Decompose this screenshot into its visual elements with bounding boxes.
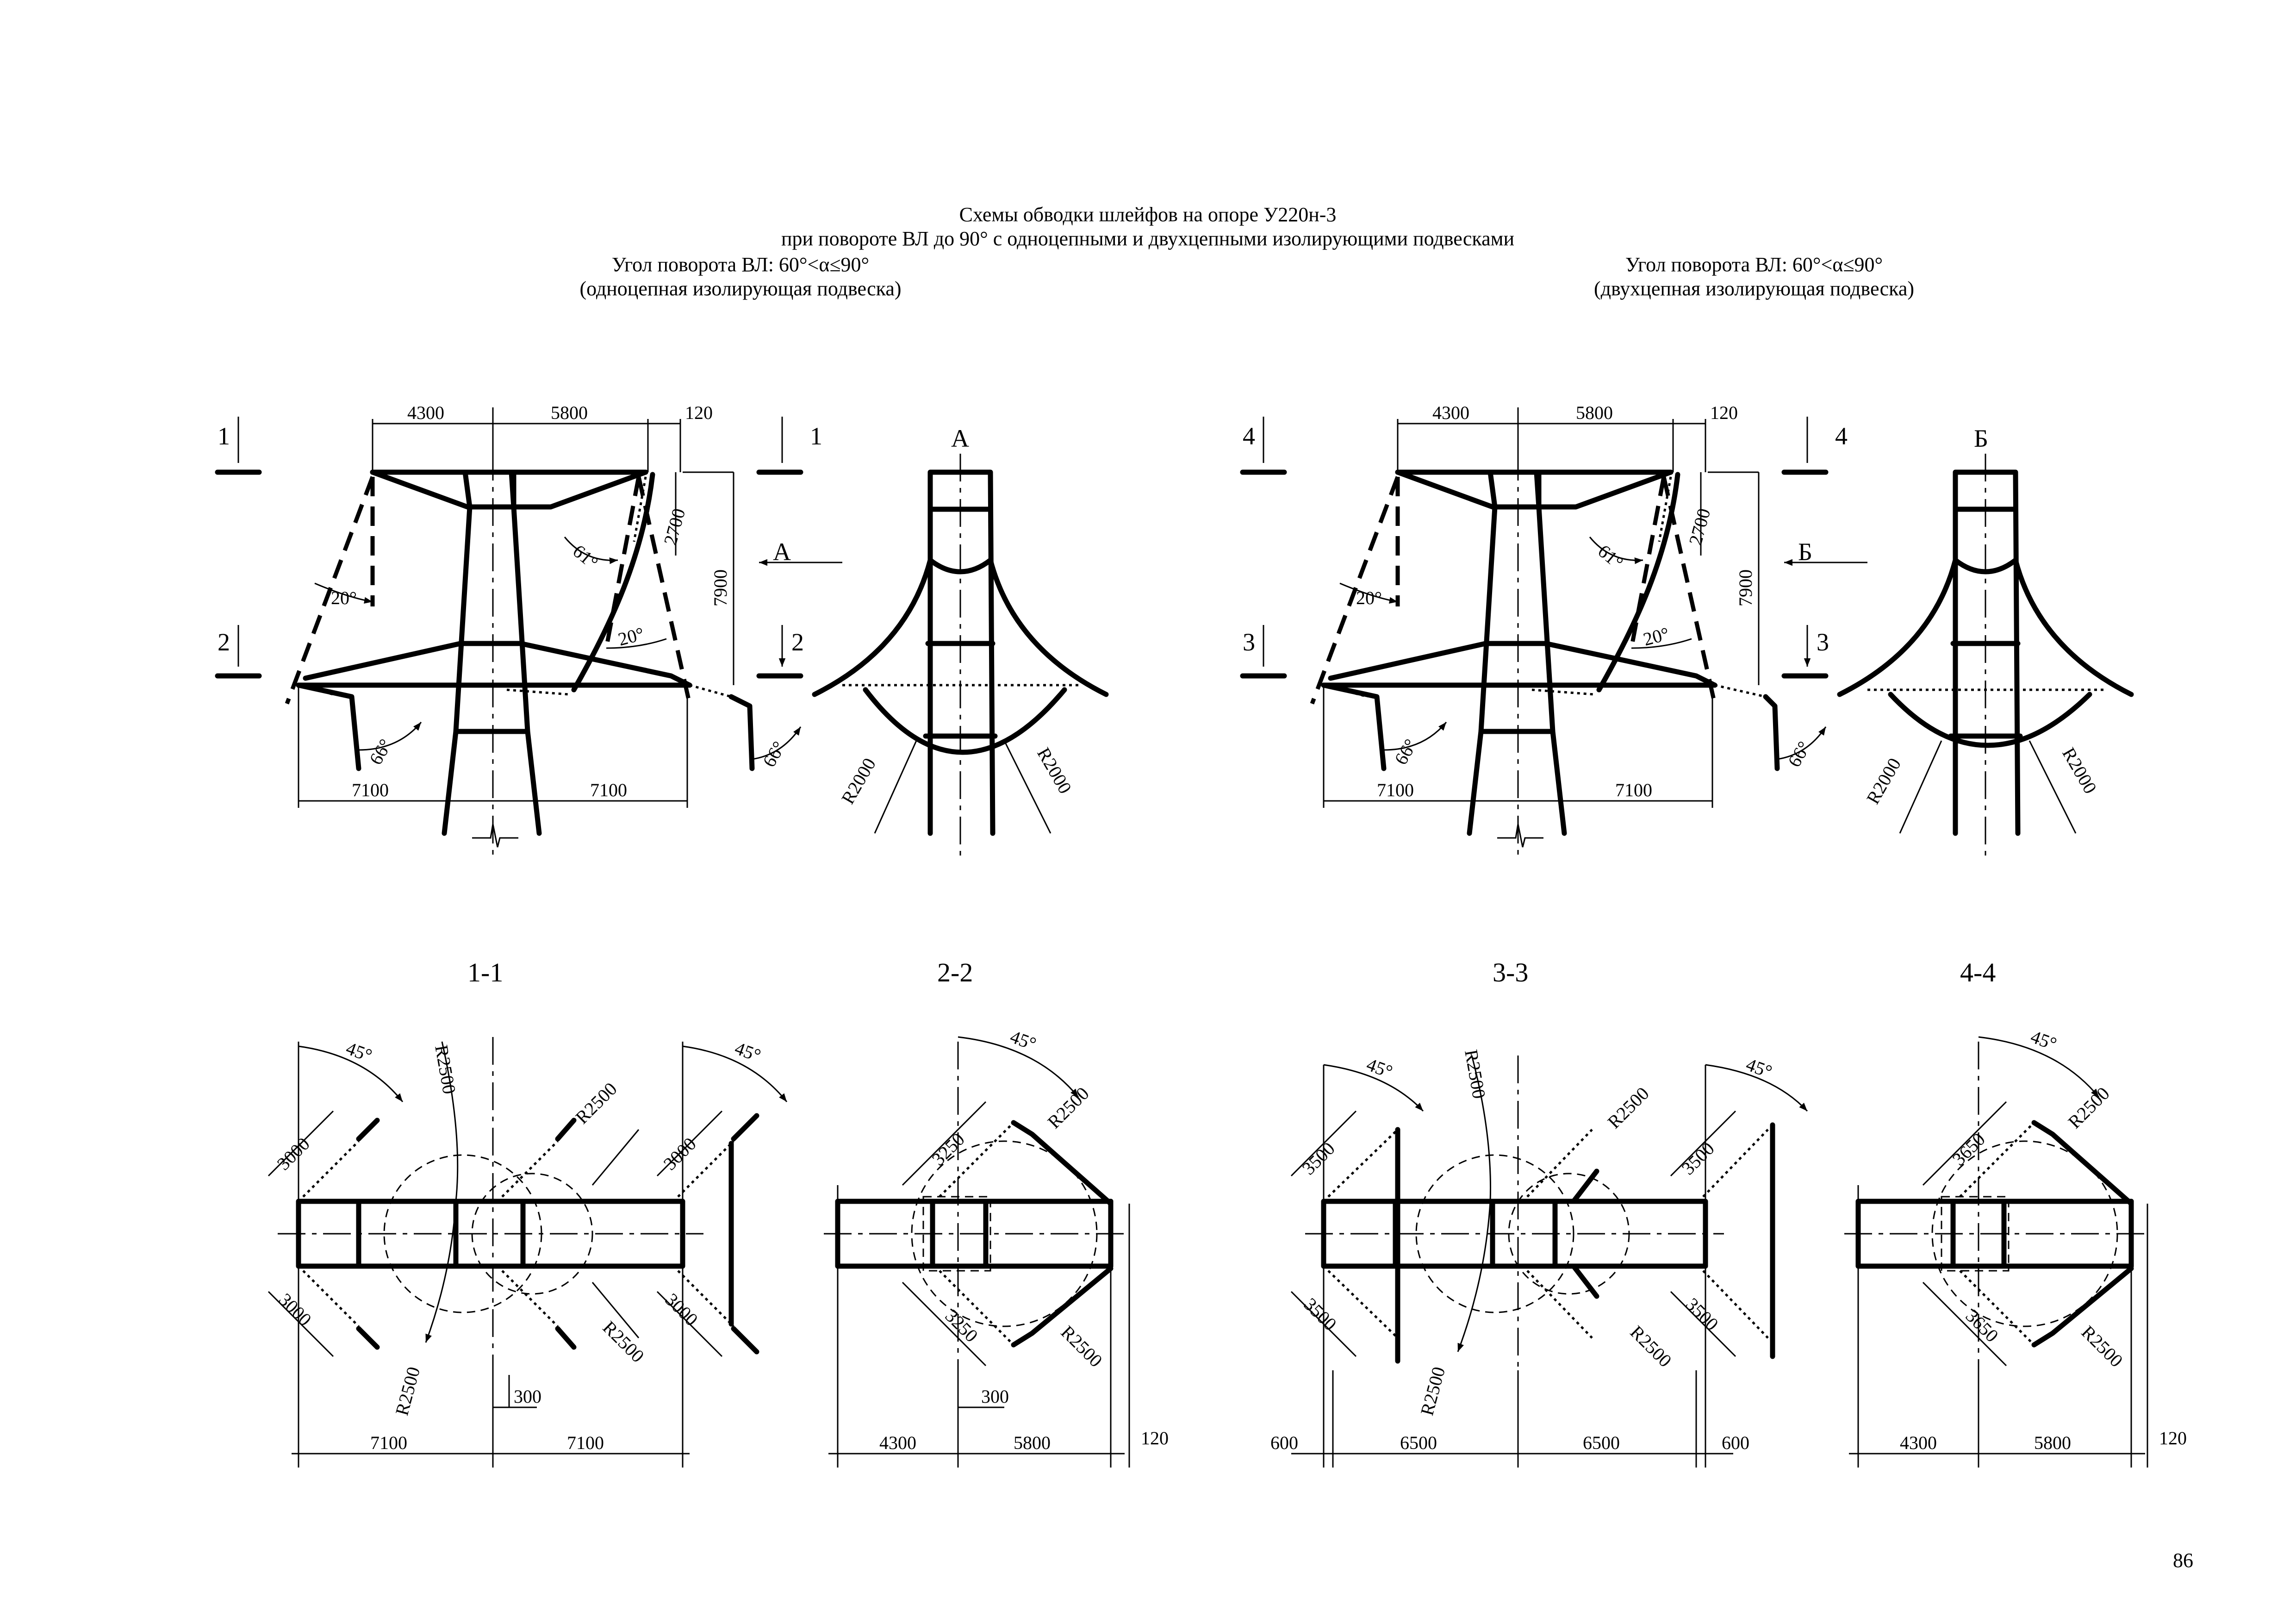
angle-20-right-a: 20°	[1356, 587, 1382, 608]
view-arrow-b-label: Б	[1798, 538, 1812, 566]
section-4-4-label: 4-4	[1960, 957, 1996, 987]
dim-2700-right: 2700	[1685, 506, 1714, 547]
s44-dim-3650-b: 3650	[1962, 1305, 2003, 1346]
view-b-radius-left: R2000	[1862, 755, 1905, 808]
elevation-right	[1240, 407, 1867, 861]
dim-5800-left: 5800	[551, 402, 588, 423]
section-4-4	[1844, 1036, 2148, 1468]
section-mark-4a: 4	[1243, 422, 1255, 450]
dim-120-right: 120	[1710, 402, 1738, 423]
s33-angle-45-a: 45°	[1364, 1054, 1395, 1082]
dim-7100-left-a: 7100	[352, 780, 389, 800]
right-suspension-caption: (двухцепная изолирующая подвеска)	[1593, 277, 1914, 300]
view-a-label: А	[951, 425, 969, 452]
angle-66-left-b: 66°	[759, 738, 790, 771]
section-mark-4b: 4	[1835, 422, 1848, 450]
s22-dim-300: 300	[981, 1386, 1009, 1407]
section-mark-3b: 3	[1817, 628, 1829, 656]
s11-dim-7100-b: 7100	[567, 1432, 604, 1453]
angle-66-left-a: 66°	[365, 736, 396, 768]
s33-dim-3500-b: 3500	[1300, 1294, 1341, 1335]
s33-dim-3500-c: 3500	[1678, 1138, 1718, 1179]
section-mark-3a: 3	[1243, 628, 1255, 656]
s11-radius-top: R2500	[431, 1043, 460, 1096]
s44-dim-3650-a: 3650	[1948, 1129, 1989, 1169]
dim-4300-left: 4300	[407, 402, 444, 423]
view-arrow-a-label: А	[773, 538, 791, 566]
dim-7100-right-b: 7100	[1615, 780, 1652, 800]
dim-7100-right-a: 7100	[1377, 780, 1414, 800]
s22-dim-120: 120	[1141, 1428, 1169, 1449]
view-b-radius-right: R2000	[2058, 744, 2101, 797]
left-angle-caption: Угол поворота ВЛ: 60°<α≤90°	[611, 253, 870, 276]
view-a-radius-left: R2000	[837, 755, 880, 808]
section-mark-1b: 1	[810, 422, 822, 450]
s33-dim-600-a: 600	[1270, 1432, 1298, 1453]
s33-dim-6500-b: 6500	[1583, 1432, 1620, 1453]
s11-radius-upper-right: R2500	[572, 1078, 621, 1128]
s33-radius-bottom: R2500	[1416, 1365, 1449, 1418]
section-1-1-label: 1-1	[467, 957, 503, 987]
s22-radius-lower: R2500	[1057, 1322, 1107, 1371]
section-mark-2b: 2	[791, 628, 804, 656]
dim-5800-right: 5800	[1576, 402, 1613, 423]
s33-radius-upper-right: R2500	[1604, 1083, 1653, 1132]
angle-61-right: 61°	[1594, 540, 1627, 573]
s11-radius-bottom: R2500	[391, 1365, 424, 1418]
dim-2700-left: 2700	[660, 506, 689, 547]
s22-radius-upper: R2500	[1044, 1083, 1093, 1132]
section-mark-1a: 1	[218, 422, 230, 450]
angle-66-right-a: 66°	[1390, 736, 1421, 768]
s11-dim-3000-d: 3000	[661, 1289, 702, 1330]
s33-dim-6500-a: 6500	[1400, 1432, 1437, 1453]
s11-dim-300: 300	[514, 1386, 541, 1407]
dim-4300-right: 4300	[1432, 402, 1469, 423]
elevation-left	[215, 407, 842, 861]
s44-dim-5800: 5800	[2034, 1432, 2071, 1453]
s33-radius-top: R2500	[1461, 1048, 1490, 1100]
title-line-2: при повороте ВЛ до 90° с одноцепными и д…	[781, 227, 1515, 250]
s44-radius-upper: R2500	[2064, 1083, 2114, 1132]
s33-dim-3500-a: 3500	[1298, 1138, 1339, 1179]
s33-radius-lower-right: R2500	[1626, 1322, 1676, 1371]
s22-dim-3250-a: 3250	[928, 1129, 969, 1169]
s44-radius-lower: R2500	[2078, 1322, 2127, 1371]
section-3-3	[1290, 1055, 1808, 1468]
s22-dim-4300: 4300	[879, 1432, 916, 1453]
section-mark-2a: 2	[218, 628, 230, 656]
title-line-1: Схемы обводки шлейфов на опоре У220н-3	[959, 203, 1337, 226]
angle-20-left-a: 20°	[331, 587, 357, 608]
dim-7900-left: 7900	[710, 569, 731, 606]
s22-dim-3250-b: 3250	[941, 1305, 982, 1346]
s11-dim-3000-a: 3000	[273, 1133, 314, 1174]
left-suspension-caption: (одноцепная изолирующая подвеска)	[579, 277, 902, 300]
s33-dim-3500-d: 3500	[1682, 1294, 1723, 1335]
section-3-3-label: 3-3	[1493, 957, 1528, 987]
s11-dim-3000-b: 3000	[275, 1289, 316, 1330]
page-number: 86	[2173, 1549, 2193, 1572]
angle-66-right-b: 66°	[1784, 738, 1815, 771]
s11-angle-45-a: 45°	[343, 1037, 375, 1066]
view-a-radius-right: R2000	[1033, 744, 1076, 797]
view-b	[1837, 454, 2134, 861]
section-1-1	[268, 1037, 788, 1468]
dim-7100-left-b: 7100	[590, 780, 627, 800]
section-2-2	[824, 1036, 1130, 1468]
view-b-label: Б	[1974, 425, 1988, 452]
s33-angle-45-b: 45°	[1743, 1054, 1775, 1082]
section-2-2-label: 2-2	[937, 957, 973, 987]
s22-dim-5800: 5800	[1014, 1432, 1051, 1453]
dim-7900-right: 7900	[1735, 569, 1756, 606]
s44-dim-4300: 4300	[1900, 1432, 1937, 1453]
right-angle-caption: Угол поворота ВЛ: 60°<α≤90°	[1625, 253, 1883, 276]
s33-dim-600-b: 600	[1722, 1432, 1749, 1453]
s11-dim-7100-a: 7100	[370, 1432, 407, 1453]
angle-61-left: 61°	[569, 540, 602, 573]
dim-120-left: 120	[685, 402, 713, 423]
s44-dim-120: 120	[2159, 1428, 2187, 1449]
view-a	[812, 454, 1109, 861]
s11-radius-lower-right: R2500	[599, 1317, 648, 1367]
